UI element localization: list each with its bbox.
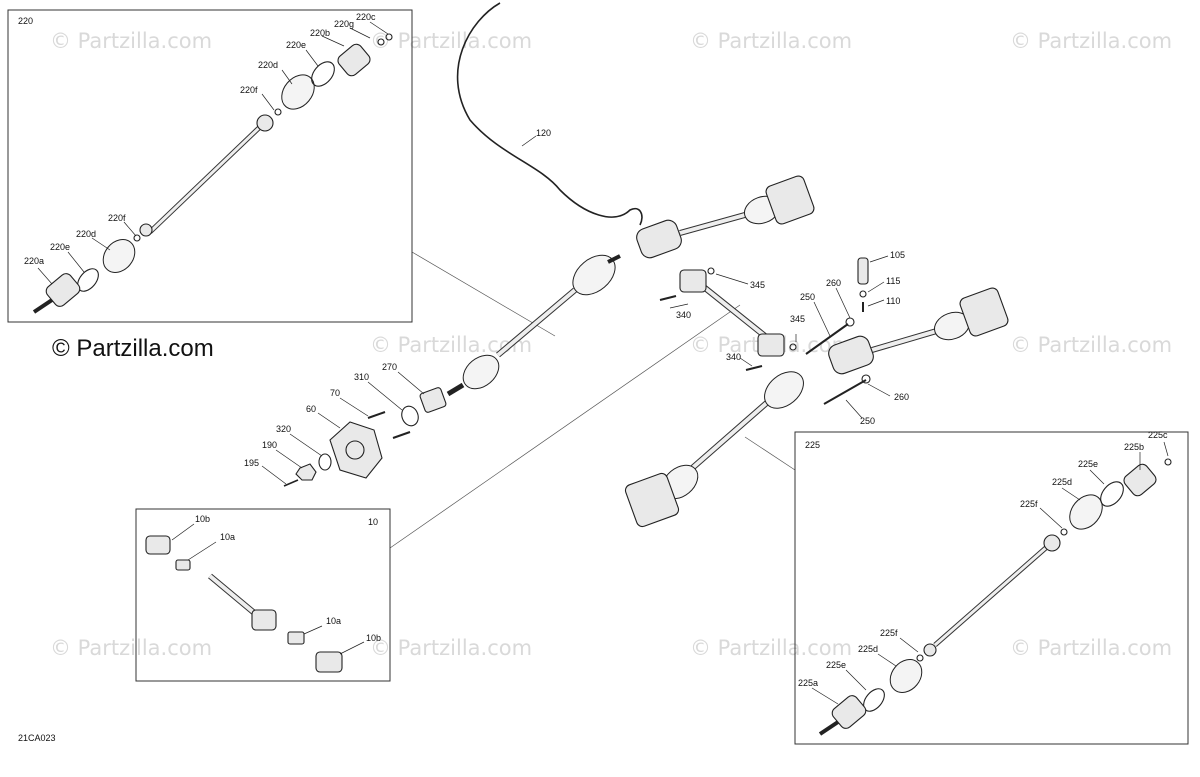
watermark-text: © Partzilla.com (1010, 636, 1172, 660)
watermark-main: © Partzilla.com (52, 335, 214, 362)
watermark-text: © Partzilla.com (50, 636, 212, 660)
part-label: 110 (886, 296, 900, 306)
part-label: 320 (276, 424, 291, 434)
bearing (419, 387, 447, 413)
inset-10: 10 10a 10b 10a 10b (135, 508, 391, 682)
inset-frame (7, 9, 413, 323)
cv-boot (462, 354, 500, 390)
part-label: 220e (50, 242, 70, 252)
diagram-code: 21CA023 (18, 733, 56, 743)
watermark-text: © Partzilla.com (690, 29, 852, 53)
watermark-text: © Partzilla.com (370, 333, 532, 357)
u-joint-yoke (757, 333, 785, 357)
part-label: 10b (366, 633, 381, 643)
part-label: 345 (790, 314, 805, 324)
wheel-hub-flange (959, 287, 1009, 337)
cable (456, 2, 643, 226)
yoke (251, 609, 277, 631)
part-label: 220d (258, 60, 278, 70)
part-label: 220b (310, 28, 330, 38)
part-label: 260 (894, 392, 909, 402)
part-label: 10a (326, 616, 341, 626)
u-joint-cross (175, 559, 191, 571)
main-assembly: 120 270 310 70 60 (244, 2, 1009, 528)
cv-boot (1069, 494, 1103, 530)
cv-boot (764, 371, 804, 409)
watermarks: © Partzilla.com © Partzilla.com © Partzi… (50, 29, 1172, 660)
watermark-text: © Partzilla.com (1010, 333, 1172, 357)
part-label: 340 (676, 310, 691, 320)
part-label: 260 (826, 278, 841, 288)
watermark-text: © Partzilla.com (690, 636, 852, 660)
wheel-hub-flange (765, 175, 815, 225)
inset-title: 225 (805, 440, 820, 450)
part-label: 10b (195, 514, 210, 524)
inset-220: 220 220a 220b 220c 220d 220e (7, 9, 413, 323)
part-label: 190 (262, 440, 277, 450)
inset-frame (794, 431, 1189, 745)
part-label: 225d (1052, 477, 1072, 487)
part-label: 345 (750, 280, 765, 290)
inset-connectors (389, 251, 796, 549)
part-label: 225f (1020, 499, 1038, 509)
part-label: 250 (860, 416, 875, 426)
part-label: 225a (798, 678, 818, 688)
part-label: 220e (286, 40, 306, 50)
part-label: 220f (108, 213, 126, 223)
inset-title: 220 (18, 16, 33, 26)
spider-flange (256, 114, 274, 132)
part-label: 220d (76, 229, 96, 239)
cv-joint-housing (828, 335, 874, 375)
washer (318, 453, 332, 471)
part-label: 195 (244, 458, 259, 468)
part-label: 220g (334, 19, 354, 29)
watermark-text: © Partzilla.com (50, 29, 212, 53)
part-label: 220c (356, 12, 376, 22)
part-label: 220a (24, 256, 44, 266)
part-label: 225d (858, 644, 878, 654)
part-label: 250 (800, 292, 815, 302)
wheel-hub (329, 421, 383, 479)
cv-boot (102, 239, 136, 273)
u-joint-cross (287, 631, 305, 645)
cv-boot (281, 74, 315, 110)
nut (295, 463, 317, 481)
snap-ring (401, 405, 419, 427)
inset-frame (135, 508, 391, 682)
yoke (145, 535, 171, 555)
part-label: 60 (306, 404, 316, 414)
part-label: 340 (726, 352, 741, 362)
cv-boot (889, 659, 923, 693)
part-label: 225e (826, 660, 846, 670)
part-label: 70 (330, 388, 340, 398)
part-label: 225c (1148, 430, 1168, 440)
cv-joint-housing (636, 219, 682, 259)
part-label: 225b (1124, 442, 1144, 452)
inset-225: 225 225a 225b 225c 225d 225e 225f 225f 2… (794, 430, 1189, 745)
part-label: 120 (536, 128, 551, 138)
wheel-hub-flange (624, 472, 680, 528)
watermark-text: © Partzilla.com (370, 29, 532, 53)
spring (857, 257, 869, 285)
part-label: 220f (240, 85, 258, 95)
part-label: 225e (1078, 459, 1098, 469)
part-label: 310 (354, 372, 369, 382)
part-label: 105 (890, 250, 905, 260)
yoke (315, 651, 343, 673)
part-label: 270 (382, 362, 397, 372)
u-joint-yoke (679, 269, 707, 293)
part-label: 115 (886, 276, 900, 286)
cv-joint-housing (337, 43, 371, 77)
watermark-text: © Partzilla.com (1010, 29, 1172, 53)
watermark-text: © Partzilla.com (370, 636, 532, 660)
part-label: 225f (880, 628, 898, 638)
inset-title: 10 (368, 517, 378, 527)
spider-flange (1043, 534, 1061, 552)
part-label: 10a (220, 532, 235, 542)
cv-joint-housing (1123, 463, 1157, 497)
